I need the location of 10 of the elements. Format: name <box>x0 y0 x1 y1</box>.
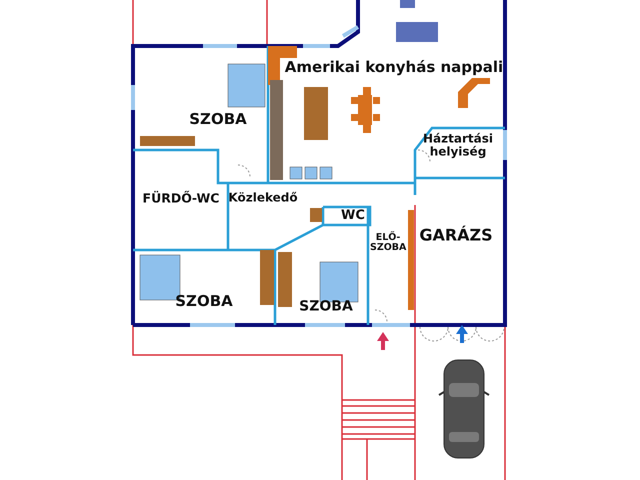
room-label: SZOBA <box>175 294 233 310</box>
room-label: SZOBA <box>189 112 247 128</box>
room-label: Amerikai konyhás nappali <box>284 60 504 76</box>
room-label: Közlekedő <box>228 192 298 204</box>
room-label: WC <box>341 209 365 223</box>
room-label: ELŐ-SZOBA <box>370 233 406 253</box>
room-label: FÜRDŐ-WC <box>142 191 220 205</box>
room-label: Háztartási helyiség <box>422 132 494 158</box>
room-label: GARÁZS <box>419 228 493 244</box>
room-label: SZOBA <box>299 300 353 314</box>
